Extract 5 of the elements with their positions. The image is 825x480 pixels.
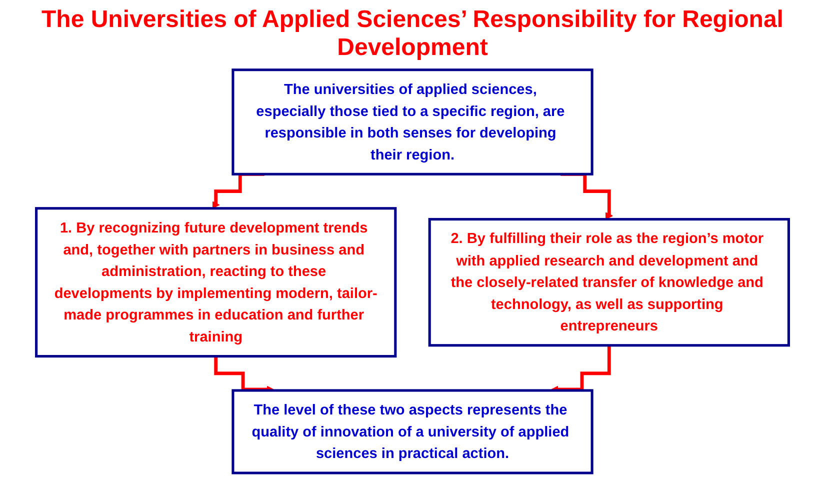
node-box: 2. By fulfilling their role as the region’s motor with applied research and development and the closely-related transfer of knowledge and technology, as well as supporting entrepreneurs <box>428 218 790 347</box>
node-box: The universities of applied sciences, especially those tied to a specific region, are responsible in both senses for developing their region. <box>232 68 594 176</box>
node-box: The level of these two aspects represents the quality of innovation of a university of applied sciences in practical action. <box>232 389 594 474</box>
node-box: 1. By recognizing future development trends and, together with partners in business and administration, reacting to these developments by implementing modern, tailor-made programmes in education and further training <box>35 207 397 358</box>
title: The Universities of Applied Sciences’ Responsibility for Regional Development <box>40 6 784 62</box>
